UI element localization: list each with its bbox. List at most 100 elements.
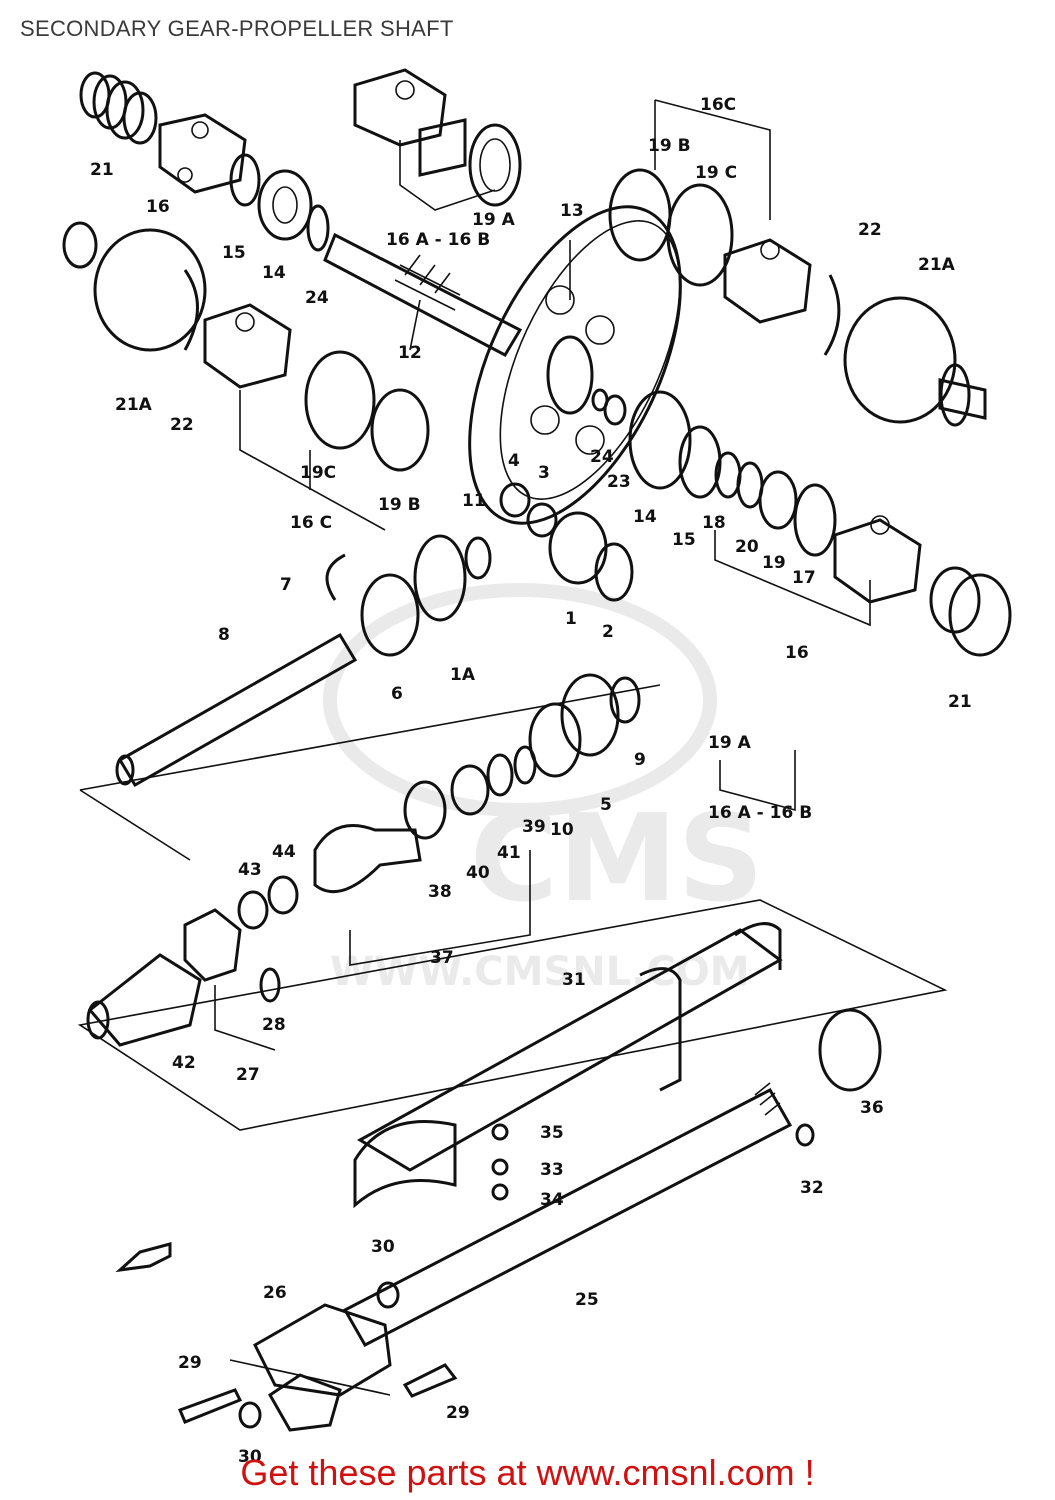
watermark-brand: CMS (470, 790, 764, 929)
label-25: 25 (575, 1290, 599, 1310)
bearing-15-mid (678, 425, 722, 499)
boot-19b-right (608, 168, 672, 262)
label-21-top: 21 (90, 160, 114, 180)
bracket-26-assembly (178, 1281, 458, 1432)
label-38: 38 (428, 882, 452, 902)
boot-36 (818, 1008, 882, 1092)
label-11: 11 (462, 491, 486, 511)
bearing-10 (528, 702, 582, 778)
label-12: 12 (398, 343, 422, 363)
shim-2 (594, 542, 634, 602)
label-7: 7 (280, 575, 292, 595)
center-gear-cluster (464, 388, 634, 602)
label-21a-left: 21A (115, 395, 153, 415)
shaft-8-assembly (79, 534, 661, 861)
label-19c-left: 19C (300, 463, 336, 483)
label-16-right: 16 (785, 643, 809, 663)
label-19b-left: 19 B (378, 495, 421, 515)
universal-joint-assembly (86, 875, 299, 1047)
label-37: 37 (430, 948, 454, 968)
nut-35 (491, 1123, 509, 1141)
label-42: 42 (172, 1053, 196, 1073)
label-5: 5 (600, 795, 612, 815)
label-22-left: 22 (170, 415, 194, 435)
upper-left-shaft-assembly (79, 71, 330, 252)
circlip-24-mid (591, 388, 609, 412)
boot-19b-left (370, 388, 430, 472)
label-36: 36 (860, 1098, 884, 1118)
label-3: 3 (538, 463, 550, 483)
shaft-12 (323, 232, 523, 357)
label-30-bottom: 30 (238, 1447, 262, 1467)
label-16-top: 16 (146, 197, 170, 217)
label-4: 4 (508, 451, 520, 471)
yoke-42 (87, 953, 202, 1047)
nut-4 (499, 482, 531, 518)
joint-16-top (158, 113, 247, 194)
label-9: 9 (634, 750, 646, 770)
label-24-top: 24 (305, 288, 329, 308)
label-15-top: 15 (222, 243, 246, 263)
label-8: 8 (218, 625, 230, 645)
boot-19c-left (304, 350, 376, 450)
ring-39 (513, 745, 537, 785)
label-1a: 1A (450, 665, 476, 685)
circlip-11 (464, 536, 492, 580)
diagram-title: SECONDARY GEAR-PROPELLER SHAFT (20, 16, 454, 41)
propeller-shaft-25 (342, 1082, 815, 1347)
clip-7 (325, 553, 346, 601)
label-14-mid: 14 (633, 507, 657, 527)
label-19a-top: 19 A (472, 210, 516, 230)
label-41: 41 (497, 843, 521, 863)
label-35: 35 (540, 1123, 564, 1143)
cms-watermark: CMS WWW.CMSNL.COM (323, 583, 764, 995)
ring-19 (758, 470, 798, 530)
bolt-32 (795, 1123, 815, 1147)
gear-1a (413, 534, 467, 622)
front-arrow-icon (115, 1242, 172, 1273)
bearing-15-top (229, 153, 261, 207)
label-43: 43 (238, 860, 262, 880)
bearing-43 (237, 890, 269, 930)
bolt-29-right (402, 1363, 458, 1398)
label-27: 27 (236, 1065, 260, 1085)
middle-right-joint-assembly (628, 390, 1012, 657)
circlip-24-top (306, 204, 330, 252)
shim-40 (450, 764, 490, 816)
watermark-url: WWW.CMSNL.COM (330, 949, 750, 995)
boot-21-top (79, 71, 158, 145)
footer-link-text[interactable]: Get these parts at www.cmsnl.com ! (240, 1452, 815, 1493)
bearing-14-mid (628, 390, 692, 490)
label-21-right: 21 (948, 692, 972, 712)
label-18: 18 (702, 513, 726, 533)
label-24-mid: 24 (590, 447, 614, 467)
boot-17 (793, 483, 837, 557)
washer-34 (491, 1183, 509, 1201)
label-1: 1 (565, 609, 577, 629)
boot-21-right (948, 573, 1012, 657)
seal-9 (609, 676, 641, 724)
label-30-top: 30 (371, 1237, 395, 1257)
gear-1 (548, 511, 608, 585)
ring-41 (486, 753, 514, 797)
boot-19c-right (666, 183, 734, 287)
label-17: 17 (792, 568, 816, 588)
label-19b-right: 19 B (648, 136, 691, 156)
label-39: 39 (522, 817, 546, 837)
label-40: 40 (466, 863, 490, 883)
label-19a-right: 19 A (708, 733, 752, 753)
lower-bearing-stack (313, 673, 641, 894)
upper-center-joint (353, 68, 522, 207)
label-28: 28 (262, 1015, 286, 1035)
circlip-28 (259, 967, 281, 1003)
washer-33 (491, 1158, 509, 1176)
boot-19a-top (468, 123, 522, 207)
label-16a-16b-right: 16 A - 16 B (708, 803, 812, 823)
label-6: 6 (391, 684, 403, 704)
bolt-29-left (178, 1388, 243, 1424)
leader-lines (214, 99, 871, 1051)
label-31: 31 (562, 970, 586, 990)
spacer-23 (603, 394, 627, 426)
washer-38 (403, 780, 447, 840)
label-33: 33 (540, 1160, 564, 1180)
